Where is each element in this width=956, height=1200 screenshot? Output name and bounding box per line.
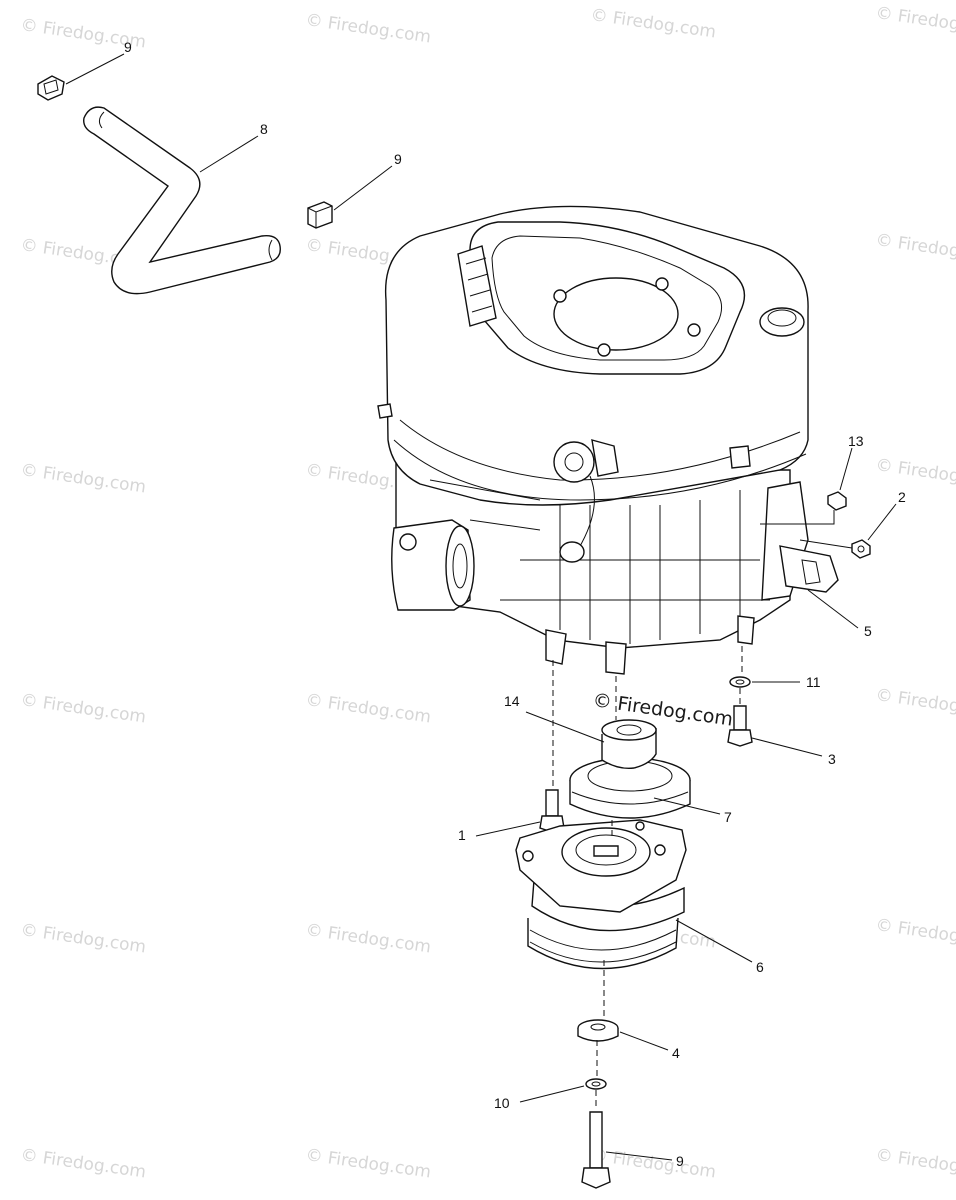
watermark: © Firedog.com	[304, 10, 432, 47]
watermark: © Firedog.com	[874, 1145, 956, 1182]
watermark: © Firedog.com	[304, 690, 432, 727]
callout-11: 10	[494, 1095, 510, 1111]
part-2-nut	[851, 539, 871, 559]
callout-7: 7	[724, 809, 732, 825]
part-3-bolt	[727, 705, 753, 747]
callout-14: 14	[504, 693, 520, 709]
watermark: © Firedog.com	[874, 915, 956, 952]
callout-8: 8	[260, 121, 268, 137]
part-8-hose	[83, 106, 281, 295]
part-4-spacer	[577, 1019, 619, 1042]
callout-4: 4	[672, 1045, 680, 1061]
part-9-clamp-top	[37, 75, 65, 101]
callout-3: 3	[828, 751, 836, 767]
engine-assembly	[377, 205, 839, 675]
part-11-washer	[585, 1078, 607, 1090]
part-10-bolt	[581, 1111, 611, 1189]
callout-labels: 9 8 9 13 2 5 11 3 14 1 7 6 4 10 9	[124, 39, 906, 1169]
callout-13: 13	[848, 433, 864, 449]
callout-6: 6	[756, 959, 764, 975]
watermark: © Firedog.com	[19, 460, 147, 497]
part-6-clutch	[515, 819, 687, 970]
callout-9-top: 9	[124, 39, 132, 55]
part-13-nut	[827, 491, 847, 511]
watermark: © Firedog.com	[874, 685, 956, 722]
assembly-lines	[552, 510, 853, 1110]
callout-12: 11	[806, 674, 821, 690]
callout-9-fitting: 9	[394, 151, 402, 167]
callout-10: 9	[676, 1153, 684, 1169]
watermark: © Firedog.com	[19, 1145, 147, 1182]
watermark: © Firedog.com	[874, 230, 956, 267]
callout-1: 1	[458, 827, 466, 843]
watermark: © Firedog.com	[19, 690, 147, 727]
watermark: © Firedog.com	[874, 3, 956, 40]
leader-lines	[65, 53, 897, 1161]
watermark: © Firedog.com	[589, 5, 717, 42]
callout-5: 5	[864, 623, 872, 639]
watermark: © Firedog.com	[19, 920, 147, 957]
watermark: © Firedog.com	[304, 920, 432, 957]
watermark: © Firedog.com	[874, 455, 956, 492]
watermark: © Firedog.com	[304, 1145, 432, 1182]
part-9-fitting	[307, 201, 333, 229]
part-14-spacer	[601, 719, 657, 770]
callout-2: 2	[898, 489, 906, 505]
part-12-washer	[729, 676, 751, 688]
